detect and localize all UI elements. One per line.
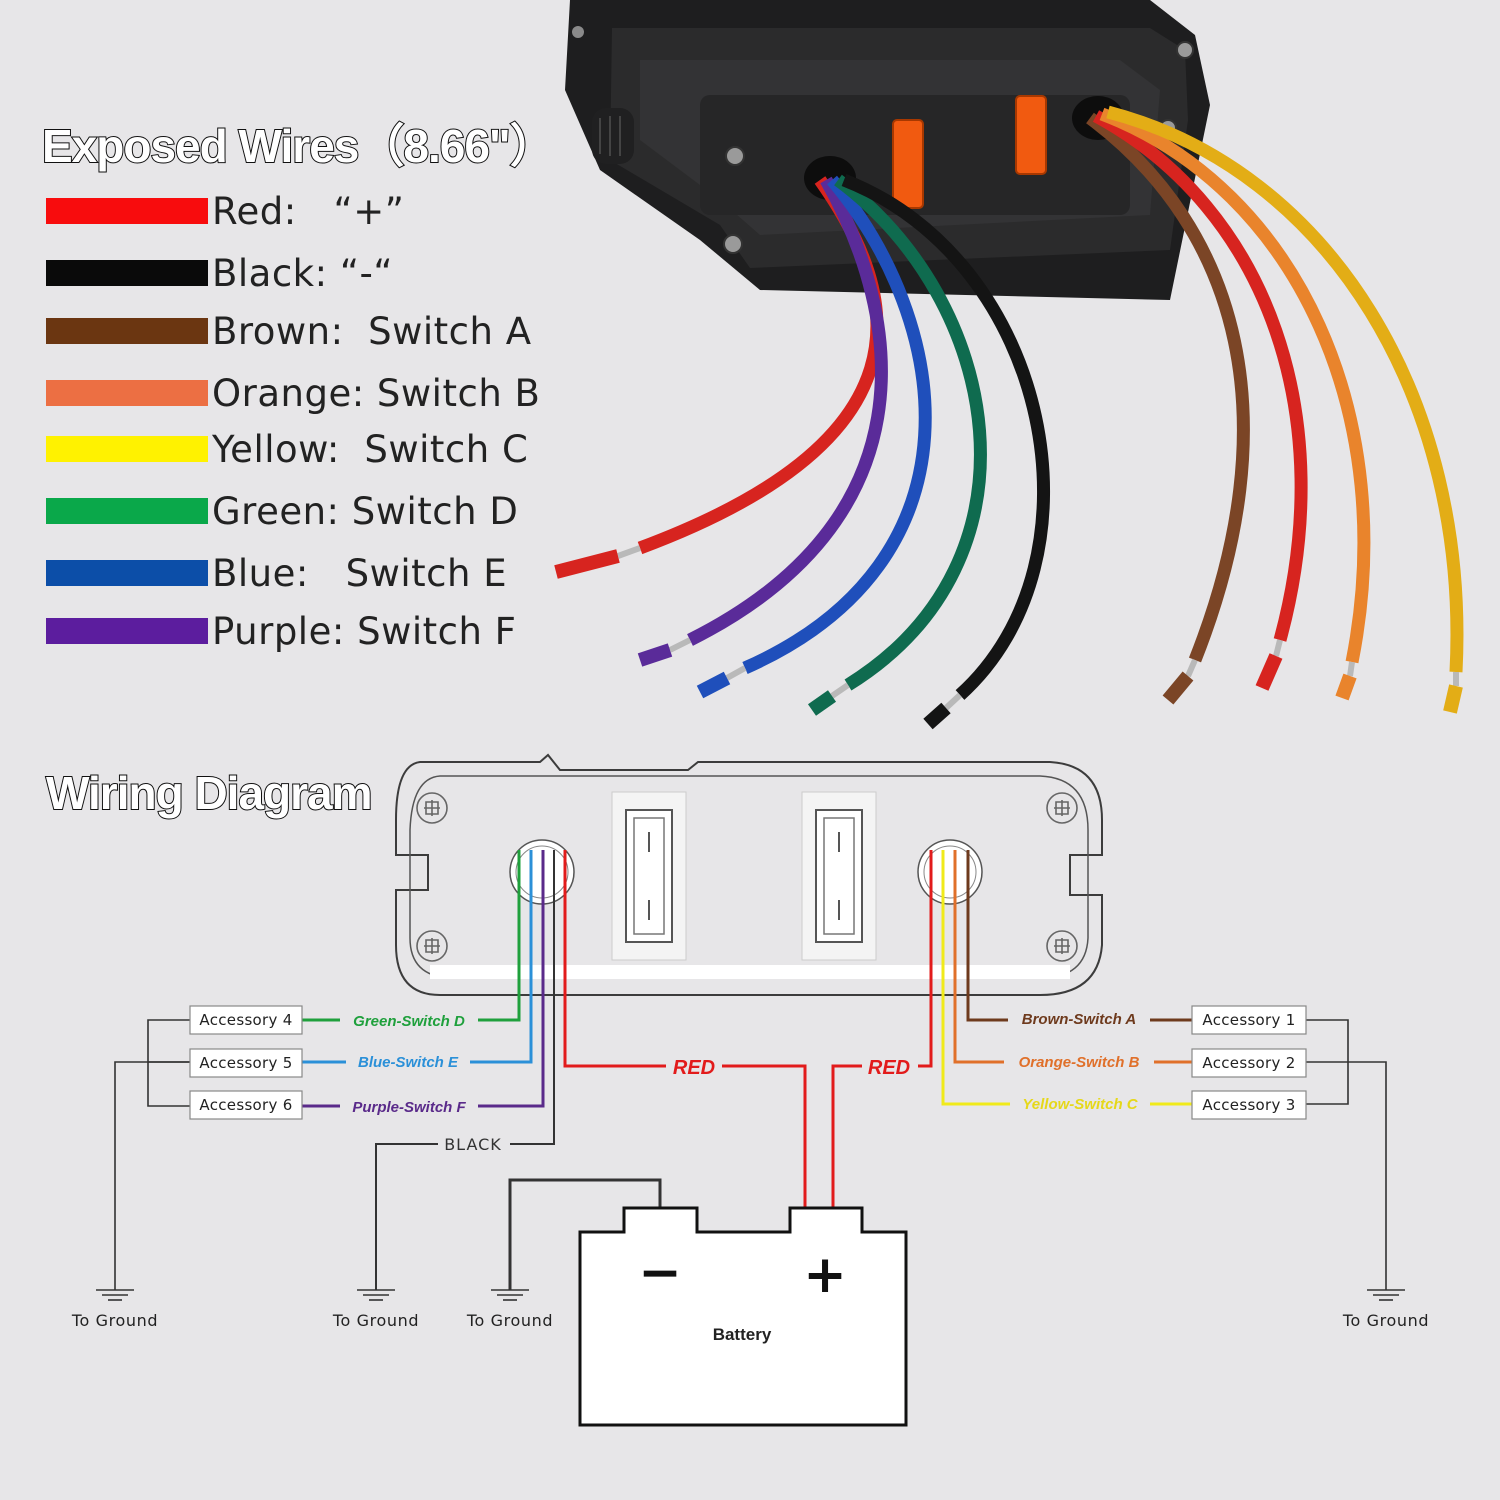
battery-minus-icon: − xyxy=(638,1243,682,1303)
screw-icon xyxy=(416,792,448,824)
fuse-slot-left xyxy=(625,809,673,943)
ground-icon xyxy=(1367,1289,1405,1301)
accessory-box xyxy=(1191,1090,1307,1120)
legend-label: Orange: Switch B xyxy=(212,371,541,415)
color-swatch xyxy=(46,560,208,586)
legend-label: Yellow: Switch C xyxy=(212,427,529,471)
legend-item-black: Black: “-“ xyxy=(46,248,393,298)
ground-symbols xyxy=(96,1289,1405,1301)
battery-plus-icon: + xyxy=(803,1245,847,1305)
screw-icon xyxy=(1046,792,1078,824)
battery-label: Battery xyxy=(713,1325,772,1344)
ground-labels: To Ground To Ground To Ground To Ground xyxy=(71,1311,1429,1330)
wire-ends xyxy=(554,549,1463,730)
accessory-box xyxy=(189,1090,303,1120)
legend-item-purple: Purple: Switch F xyxy=(46,606,516,656)
screw-icon xyxy=(1046,930,1078,962)
wire-label-red-right: RED xyxy=(868,1057,910,1079)
fuse-icon xyxy=(892,119,924,209)
wires-right-bundle xyxy=(1086,105,1464,673)
wiring-diagram-title: Wiring Diagram xyxy=(45,766,374,820)
color-swatch xyxy=(46,436,208,462)
wire-label-brown: Brown-Switch A xyxy=(1022,1011,1136,1028)
color-swatch xyxy=(46,198,208,224)
wire-label-black: BLACK xyxy=(444,1135,502,1154)
grommet-right xyxy=(917,839,983,905)
switch-box-photo xyxy=(554,0,1464,730)
wire-tips xyxy=(616,545,1459,711)
accessory-box xyxy=(1191,1005,1307,1035)
ground-label: To Ground xyxy=(71,1311,158,1330)
screw-icon xyxy=(416,930,448,962)
legend-item-orange: Orange: Switch B xyxy=(46,368,540,418)
wire-label-purple: Purple-Switch F xyxy=(352,1099,466,1116)
legend-label: Black: “-“ xyxy=(212,251,394,295)
legend-label: Blue: Switch E xyxy=(212,551,508,595)
ground-icon xyxy=(491,1289,529,1301)
ground-icon xyxy=(96,1289,134,1301)
legend-item-yellow: Yellow: Switch C xyxy=(46,424,528,474)
wire-labels: Green-Switch D Blue-Switch E Purple-Swit… xyxy=(340,1010,1154,1154)
color-swatch xyxy=(46,618,208,644)
accessory-box xyxy=(189,1005,303,1035)
color-swatch xyxy=(46,318,208,344)
accessory-label: Accessory 4 xyxy=(199,1011,292,1029)
legend-label: Green: Switch D xyxy=(212,489,519,533)
ground-label: To Ground xyxy=(1342,1311,1429,1330)
accessory-box xyxy=(1191,1048,1307,1078)
ground-rails xyxy=(114,1019,1387,1290)
legend-label: Red: “+” xyxy=(212,189,405,233)
accessory-label: Accessory 2 xyxy=(1202,1054,1295,1072)
color-swatch xyxy=(46,498,208,524)
wire-label-blue: Blue-Switch E xyxy=(358,1054,459,1071)
ground-icon xyxy=(357,1289,395,1301)
wires-left-bundle xyxy=(637,173,1050,700)
accessory-label: Accessory 5 xyxy=(199,1054,292,1072)
fuse-icon xyxy=(1015,95,1047,175)
ground-label: To Ground xyxy=(466,1311,553,1330)
battery: − + Battery xyxy=(578,1206,908,1427)
legend-label: Purple: Switch F xyxy=(212,609,517,653)
legend-item-red: Red: “+” xyxy=(46,186,404,236)
accessory-label: Accessory 3 xyxy=(1202,1096,1295,1114)
legend-item-brown: Brown: Switch A xyxy=(46,306,532,356)
ground-label: To Ground xyxy=(332,1311,419,1330)
fuse-slot-right xyxy=(815,809,863,943)
legend-label: Brown: Switch A xyxy=(212,309,532,353)
accessory-boxes: Accessory 4 Accessory 5 Accessory 6 Acce… xyxy=(189,1005,1307,1120)
color-swatch xyxy=(46,260,208,286)
wire-label-orange: Orange-Switch B xyxy=(1019,1054,1140,1071)
wire-label-yellow: Yellow-Switch C xyxy=(1022,1096,1138,1113)
switch-panel-outline xyxy=(395,753,1103,996)
accessory-label: Accessory 1 xyxy=(1202,1011,1295,1029)
accessory-label: Accessory 6 xyxy=(199,1096,292,1114)
wire-label-green: Green-Switch D xyxy=(353,1013,465,1030)
exposed-wires-title: Exposed Wires（8.66"） xyxy=(41,119,557,173)
legend-item-green: Green: Switch D xyxy=(46,486,518,536)
legend-item-blue: Blue: Switch E xyxy=(46,548,507,598)
color-swatch xyxy=(46,380,208,406)
accessory-box xyxy=(189,1048,303,1078)
wire-label-red-left: RED xyxy=(673,1057,715,1079)
